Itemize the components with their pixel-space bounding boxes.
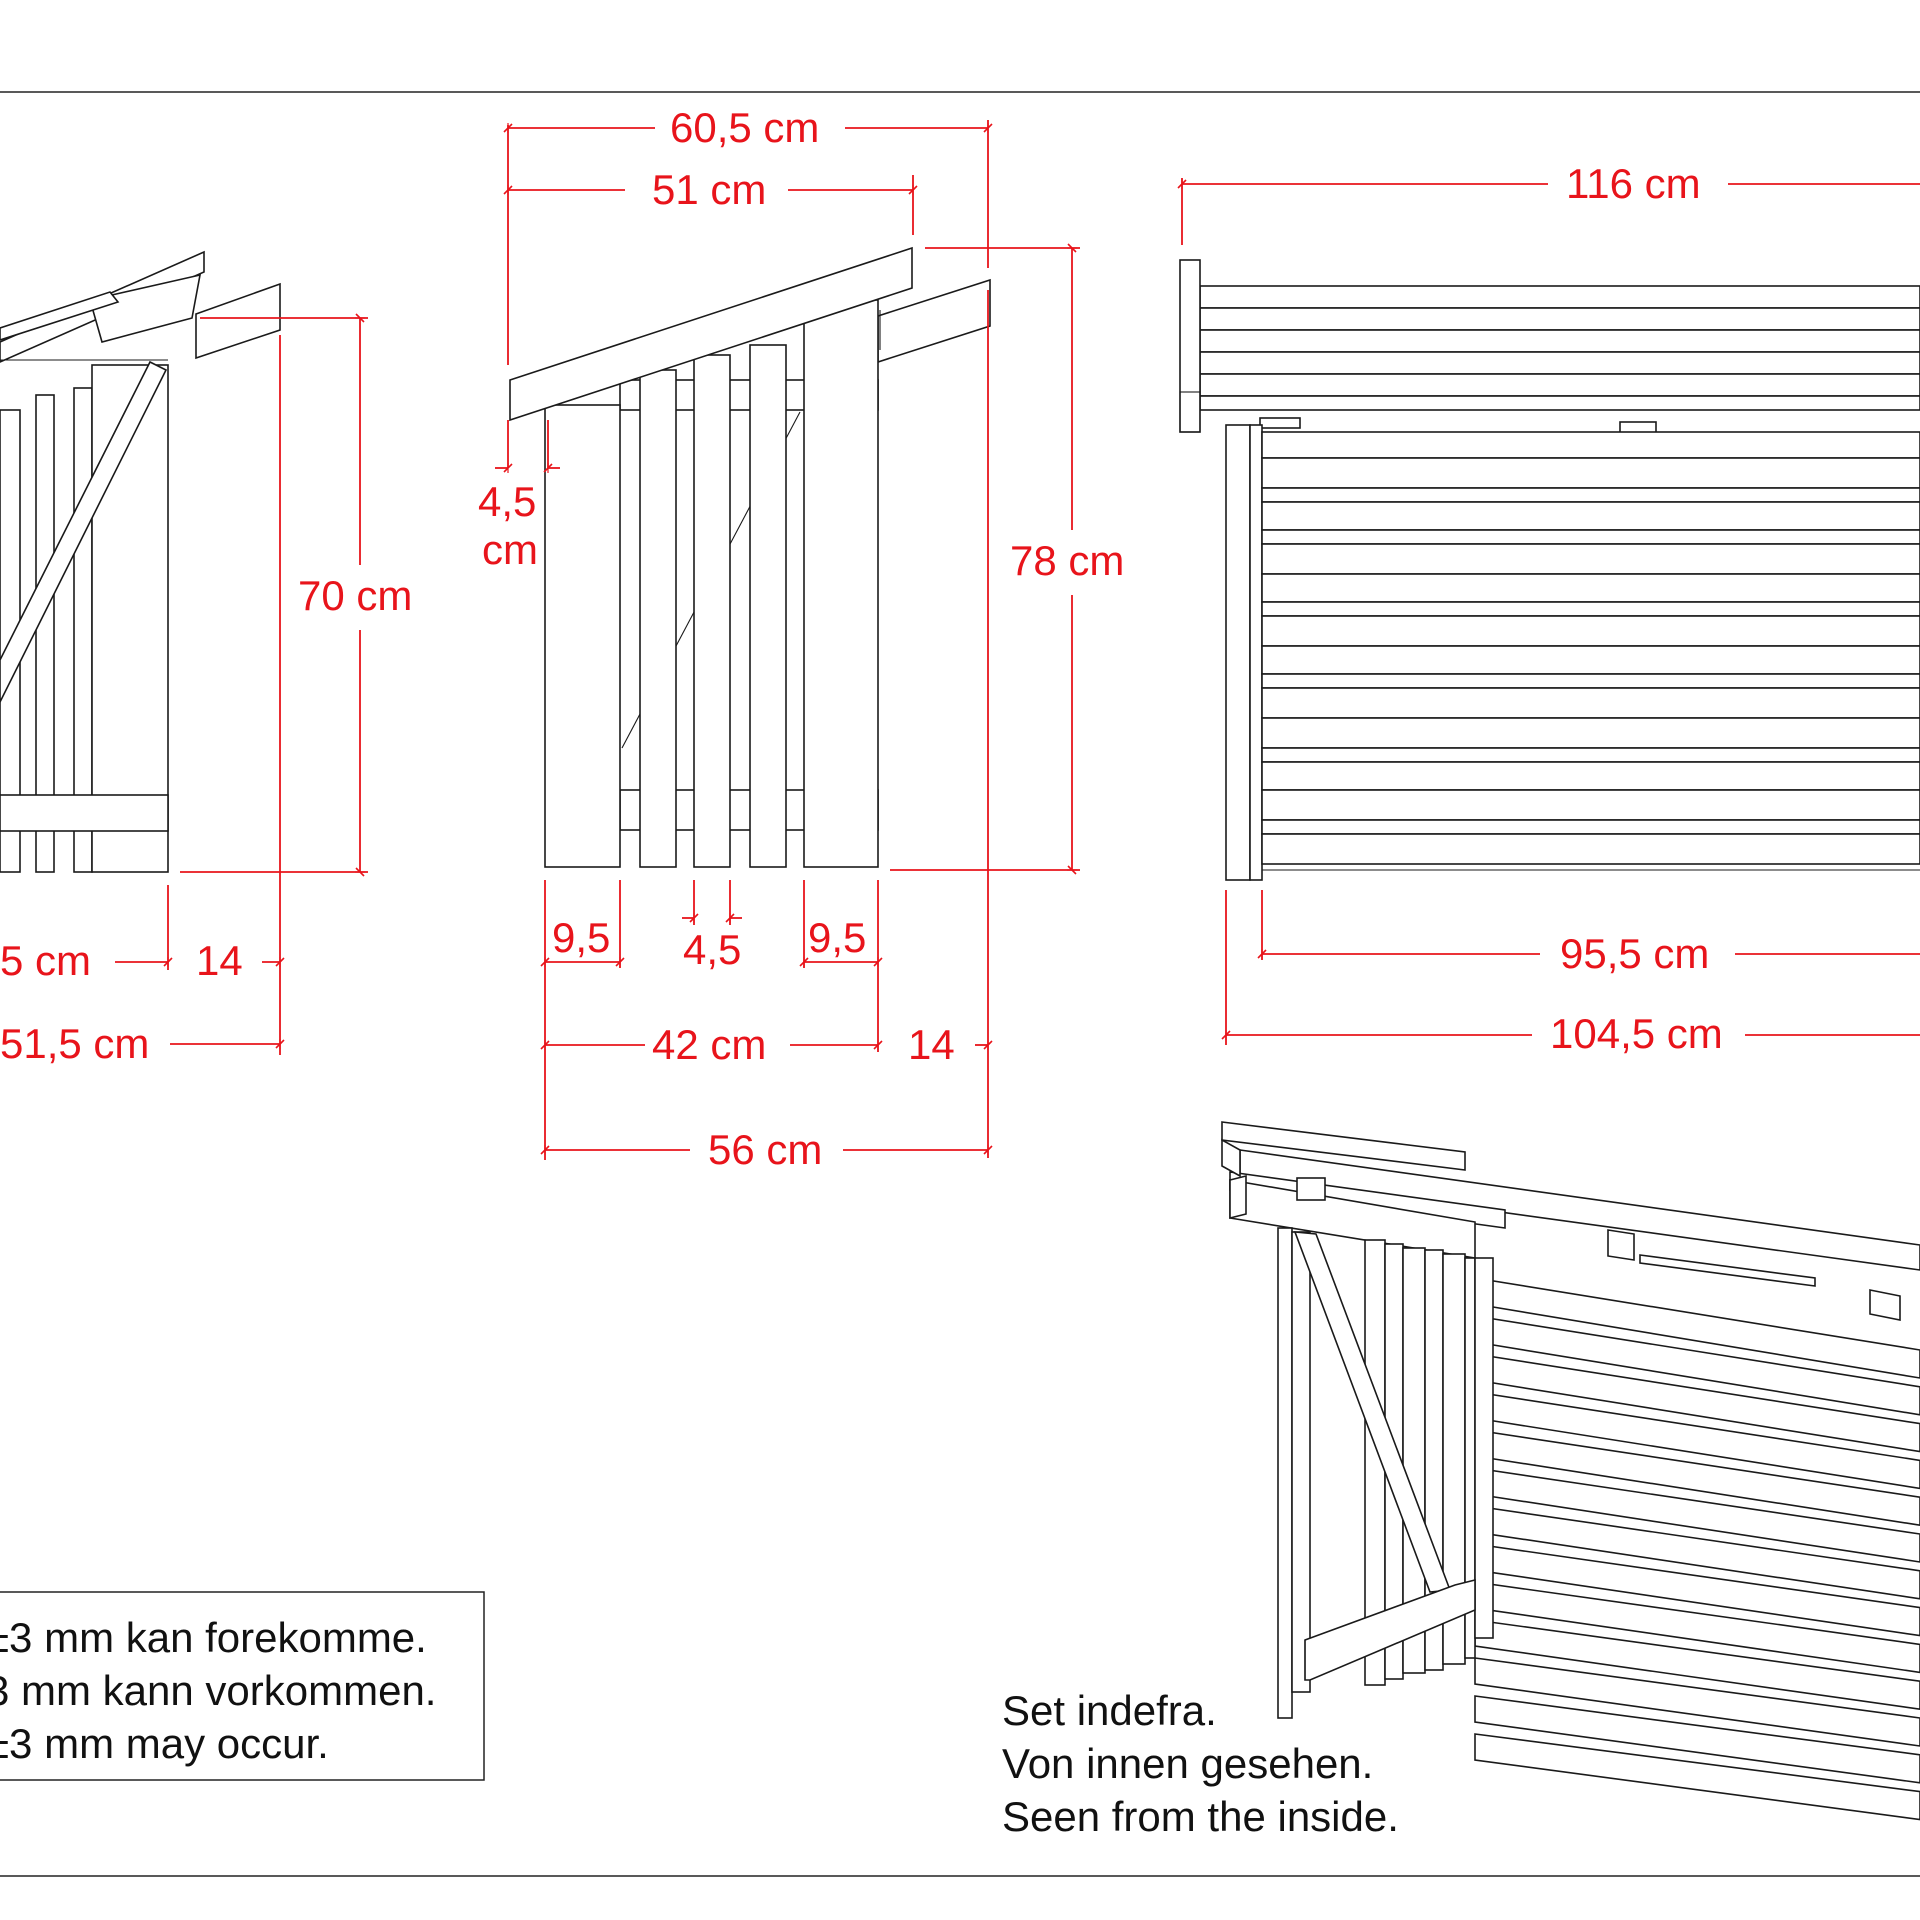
right-inner-width-label: 95,5 cm [1560,930,1709,977]
mid-base-label: 56 cm [708,1126,822,1173]
wall-plank [1261,601,1920,617]
left-side-view [0,250,281,873]
mid-thickness-unit-label: cm [482,526,538,573]
wall-plank [1261,833,1920,865]
perspective-plank [1474,1657,1920,1747]
middle-dimensions [495,120,1080,1160]
wall-plank [1261,529,1920,545]
mid-plank-left-label: 9,5 [552,914,610,961]
wall-plank [1261,747,1920,763]
wall-plank [1261,717,1920,749]
perspective-wall-planks [1474,1277,1920,1821]
mid-gap-label: 4,5 [683,926,741,973]
right-outer-width-label: 104,5 cm [1550,1010,1723,1057]
view-caption-line-3: Seen from the inside. [1002,1793,1399,1840]
tolerance-note-line-1: ±3 mm kan forekomme. [0,1614,427,1661]
perspective-plank [1474,1695,1920,1784]
right-dimensions [1177,178,1920,1045]
wall-plank [1261,819,1920,835]
wall-plank [1261,789,1920,821]
wall-plank [1261,457,1920,489]
perspective-plank [1474,1733,1920,1821]
view-caption-line-1: Set indefra. [1002,1687,1217,1734]
right-elevation-view [1179,259,1920,881]
left-overhang-label: 14 [196,937,243,984]
left-height-label: 70 cm [298,572,412,619]
mid-depth-label: 42 cm [652,1021,766,1068]
tolerance-note-box [0,1591,485,1781]
tolerance-note-line-2: 3 mm kann vorkommen. [0,1667,436,1714]
left-dimensions [115,313,368,1055]
right-roof-width-label: 116 cm [1566,160,1701,207]
left-depth-total-label: 51,5 cm [0,1020,149,1067]
mid-top-total-label: 60,5 cm [670,104,819,151]
mid-overhang-label: 14 [908,1021,955,1068]
wall-plank [1261,761,1920,791]
view-caption-line-2: Von innen gesehen. [1002,1740,1373,1787]
left-depth-partial-label: 5 cm [0,937,91,984]
wall-plank [1261,501,1920,531]
middle-front-view [509,246,991,868]
wall-plank [1261,673,1920,689]
wall-plank [1261,687,1920,719]
wall-plank [1261,543,1920,575]
tolerance-note-line-3: ±3 mm may occur. [0,1720,329,1767]
wall-plank [1261,431,1920,459]
mid-thickness-value-label: 4,5 [478,478,536,525]
wall-plank [1261,615,1920,647]
mid-top-inner-label: 51 cm [652,166,766,213]
wall-plank [1261,645,1920,675]
perspective-view-inside [1221,1121,1920,1821]
mid-height-label: 78 cm [1010,537,1124,584]
mid-plank-right-label: 9,5 [808,914,866,961]
wall-planks [1261,431,1920,865]
wall-plank [1261,573,1920,603]
wall-plank [1261,487,1920,503]
